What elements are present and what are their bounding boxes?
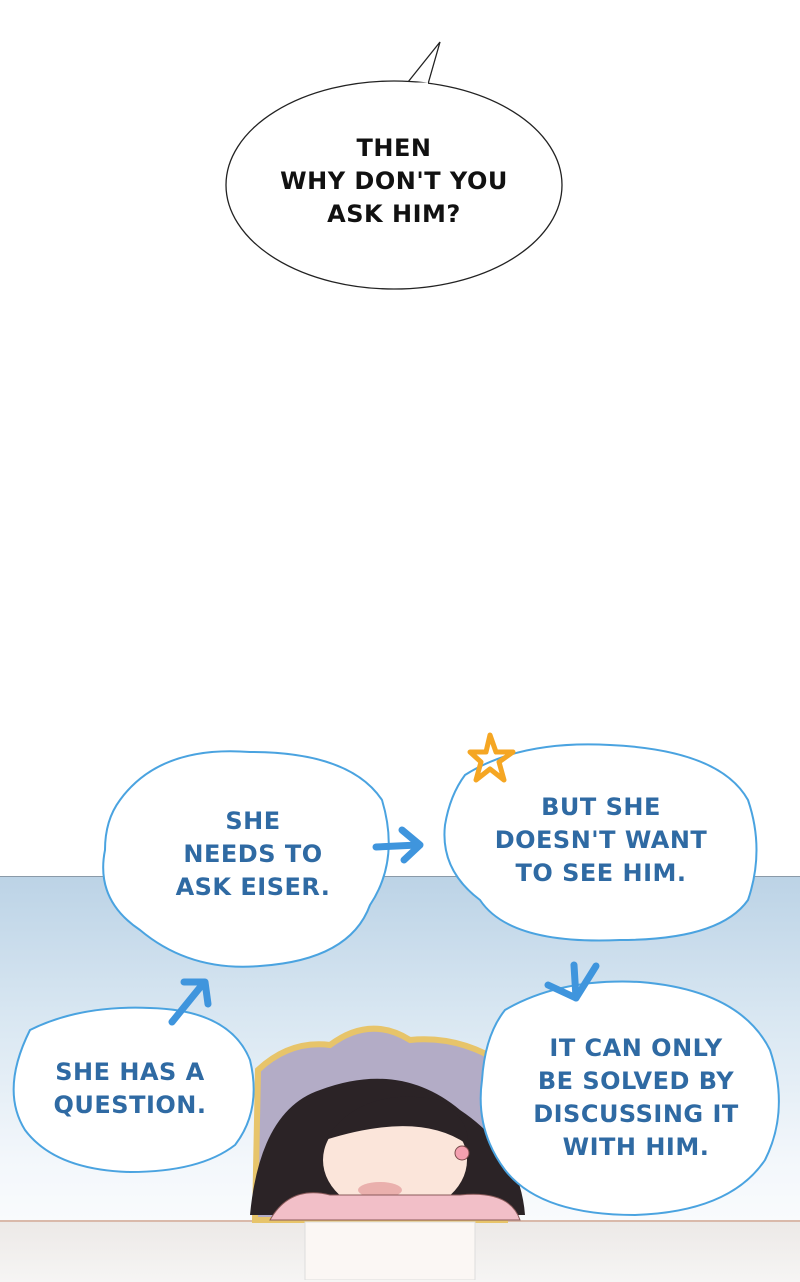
thought-bubble-1-text: SHE NEEDS TO ASK EISER. [143, 805, 363, 904]
thought-line: TO SEE HIM. [515, 859, 687, 887]
thought-line: DOESN'T WANT [494, 826, 708, 854]
thought-bubble-3-text: SHE HAS A QUESTION. [30, 1056, 230, 1122]
thought-line: ASK EISER. [175, 873, 331, 901]
speech-line: WHY DON'T YOU [280, 167, 508, 195]
thought-bubble-3-shape [12, 1006, 255, 1174]
thought-bubble-2-shape [443, 743, 758, 942]
thought-bubble-1-shape [102, 750, 390, 968]
speech-line: THEN [356, 134, 432, 162]
speech-bubble [225, 41, 563, 290]
thought-line: BUT SHE [541, 793, 661, 821]
thought-line: DISCUSSING IT [533, 1100, 739, 1128]
arrow-down-icon [544, 961, 600, 1002]
thought-line: QUESTION. [53, 1091, 207, 1119]
thought-line: SHE HAS A [55, 1058, 205, 1086]
speech-bubble-text: THEN WHY DON'T YOU ASK HIM? [244, 132, 544, 231]
speech-line: ASK HIM? [327, 200, 461, 228]
thought-line: NEEDS TO [183, 840, 323, 868]
girl-illustration [250, 1078, 525, 1280]
arrow-right-icon [372, 826, 424, 864]
thought-bubble-4-shape [479, 980, 780, 1217]
thought-line: IT CAN ONLY [549, 1034, 723, 1062]
star-icon [467, 732, 516, 783]
thought-line: SHE [225, 807, 281, 835]
thought-bubble-4-text: IT CAN ONLY BE SOLVED BY DISCUSSING IT W… [516, 1032, 756, 1164]
thought-bubble-2-text: BUT SHE DOESN'T WANT TO SEE HIM. [480, 791, 722, 890]
arrow-up-right-icon [168, 978, 212, 1026]
thought-line: BE SOLVED BY [537, 1067, 735, 1095]
thought-line: WITH HIM. [562, 1133, 710, 1161]
